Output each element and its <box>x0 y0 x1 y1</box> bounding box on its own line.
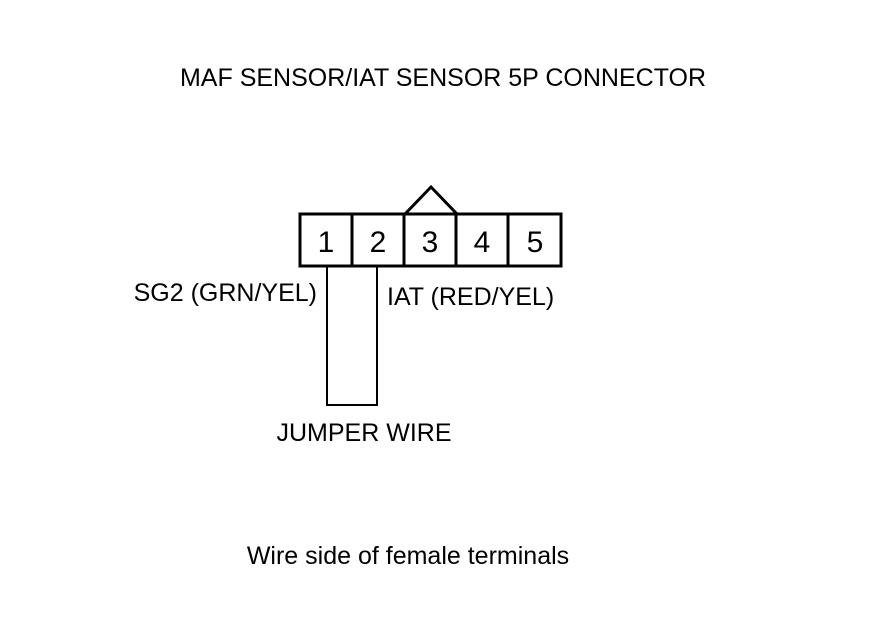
connector-locking-tab <box>403 184 459 216</box>
connector-body <box>298 212 563 268</box>
diagram-title: MAF SENSOR/IAT SENSOR 5P CONNECTOR <box>180 64 706 92</box>
jumper-wire <box>326 266 378 406</box>
jumper-wire-label: JUMPER WIRE <box>277 419 452 447</box>
sg2-label: SG2 (GRN/YEL) <box>134 279 317 307</box>
terminal-number-2: 2 <box>370 226 387 259</box>
terminal-side-note: Wire side of female terminals <box>247 542 569 570</box>
terminal-number-5: 5 <box>527 226 544 259</box>
terminal-number-3: 3 <box>422 226 439 259</box>
terminal-number-4: 4 <box>474 226 491 259</box>
terminal-number-1: 1 <box>318 226 335 259</box>
iat-label: IAT (RED/YEL) <box>387 283 554 311</box>
